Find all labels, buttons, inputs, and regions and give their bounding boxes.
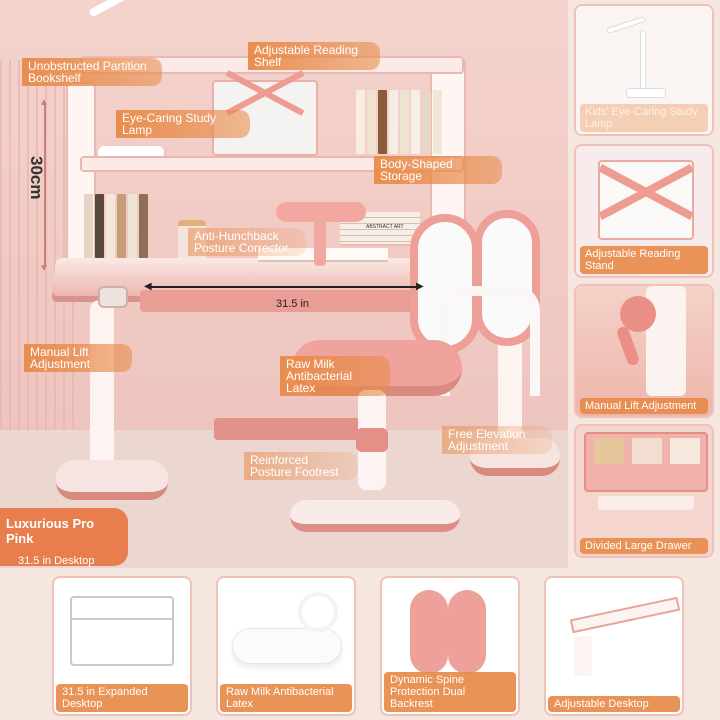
feature-card-lift: Manual Lift Adjustment [574,284,714,418]
label-elevation: Free Elevation Adjustment [442,426,552,454]
width-dimension-line [150,286,420,288]
chair-base [290,500,460,532]
feature-card-latex: Raw Milk Antibacterial Latex [216,576,356,716]
lamp-foot [626,88,666,98]
feature-card-lamp: Kids' Eye-Caring Study Lamp [574,4,714,136]
lift-crank-icon [98,286,128,308]
books-lower-left [84,194,148,258]
feature-caption: Raw Milk Antibacterial Latex [220,684,352,712]
feature-caption: Adjustable Desktop [548,696,680,712]
arrow-left-icon: ◀ [144,281,152,292]
desktop-diagram-icon [70,596,174,666]
drawer-compartment [632,438,662,464]
label-posture: Anti-Hunchback Posture Corrector [188,228,306,256]
footrest [214,418,374,440]
feature-caption: 31.5 in Expanded Desktop [56,684,188,712]
label-footrest: Reinforced Posture Footrest [244,452,358,480]
desk-drawer [140,290,440,312]
drawer-compartment [594,438,624,464]
label-storage: Body-Shaped Storage [374,156,502,184]
label-bookshelf: Unobstructed Partition Bookshelf [22,58,162,86]
backrest-right-icon [448,590,486,674]
product-badge: Luxurious Pro Pink 31.5 in Desktop [0,508,128,567]
drawer-front [598,496,694,510]
arrow-down-icon: ▼ [39,263,49,274]
arrow-right-icon: ▶ [416,281,424,292]
desktop-divider [70,618,174,620]
label-lift: Manual Lift Adjustment [24,344,132,372]
feature-caption: Manual Lift Adjustment [580,398,708,414]
desk-left-foot [56,460,168,500]
feature-card-backrest: Dynamic Spine Protection Dual Backrest [380,576,520,716]
height-dimension-label: 30cm [27,156,46,200]
book-title: ABSTRACT ART [366,224,404,230]
lamp-arm [88,0,190,18]
badge-subtitle: 31.5 in Desktop [18,555,95,567]
desk-support-icon [574,636,592,676]
width-dimension-label: 31.5 in [276,298,310,310]
label-lamp: Eye-Caring Study Lamp [116,110,250,138]
crank-handle-icon [620,296,656,332]
main-product-image: ABSTRACT ART ▲ ▼ 30cm ◀ ▶ 31.5 in Unobst… [0,0,568,568]
chair-height-ring [356,428,388,452]
label-latex: Raw Milk Antibacterial Latex [280,356,390,396]
lamp-stem [640,30,646,90]
chair-armrest [440,286,540,396]
hutch-left-side [66,82,96,262]
desk-left-leg [90,300,114,478]
tilted-desktop-icon [569,596,681,634]
posture-corrector-bar [276,202,366,222]
backrest-left-icon [410,590,448,674]
arrow-up-icon: ▲ [39,97,49,108]
feature-card-stand: Adjustable Reading Stand [574,144,714,278]
milk-splash-icon [298,592,338,632]
feature-caption: Dynamic Spine Protection Dual Backrest [384,672,516,712]
badge-title: Luxurious Pro Pink [6,516,95,546]
books-upper-right [356,90,442,154]
feature-caption: Divided Large Drawer [580,538,708,554]
feature-caption: Kids' Eye-Caring Study Lamp [580,104,708,132]
label-reading-shelf: Adjustable Reading Shelf [248,42,380,70]
chair-backrest-right [474,210,540,346]
drawer-compartment [670,438,700,464]
feature-card-expanded-desktop: 31.5 in Expanded Desktop [52,576,192,716]
feature-card-drawer: Divided Large Drawer [574,424,714,558]
posture-corrector-stem [314,214,326,266]
latex-pad-icon [232,628,342,664]
feature-card-adjustable-desktop: Adjustable Desktop [544,576,684,716]
feature-caption: Adjustable Reading Stand [580,246,708,274]
height-dimension-line [44,104,46,268]
